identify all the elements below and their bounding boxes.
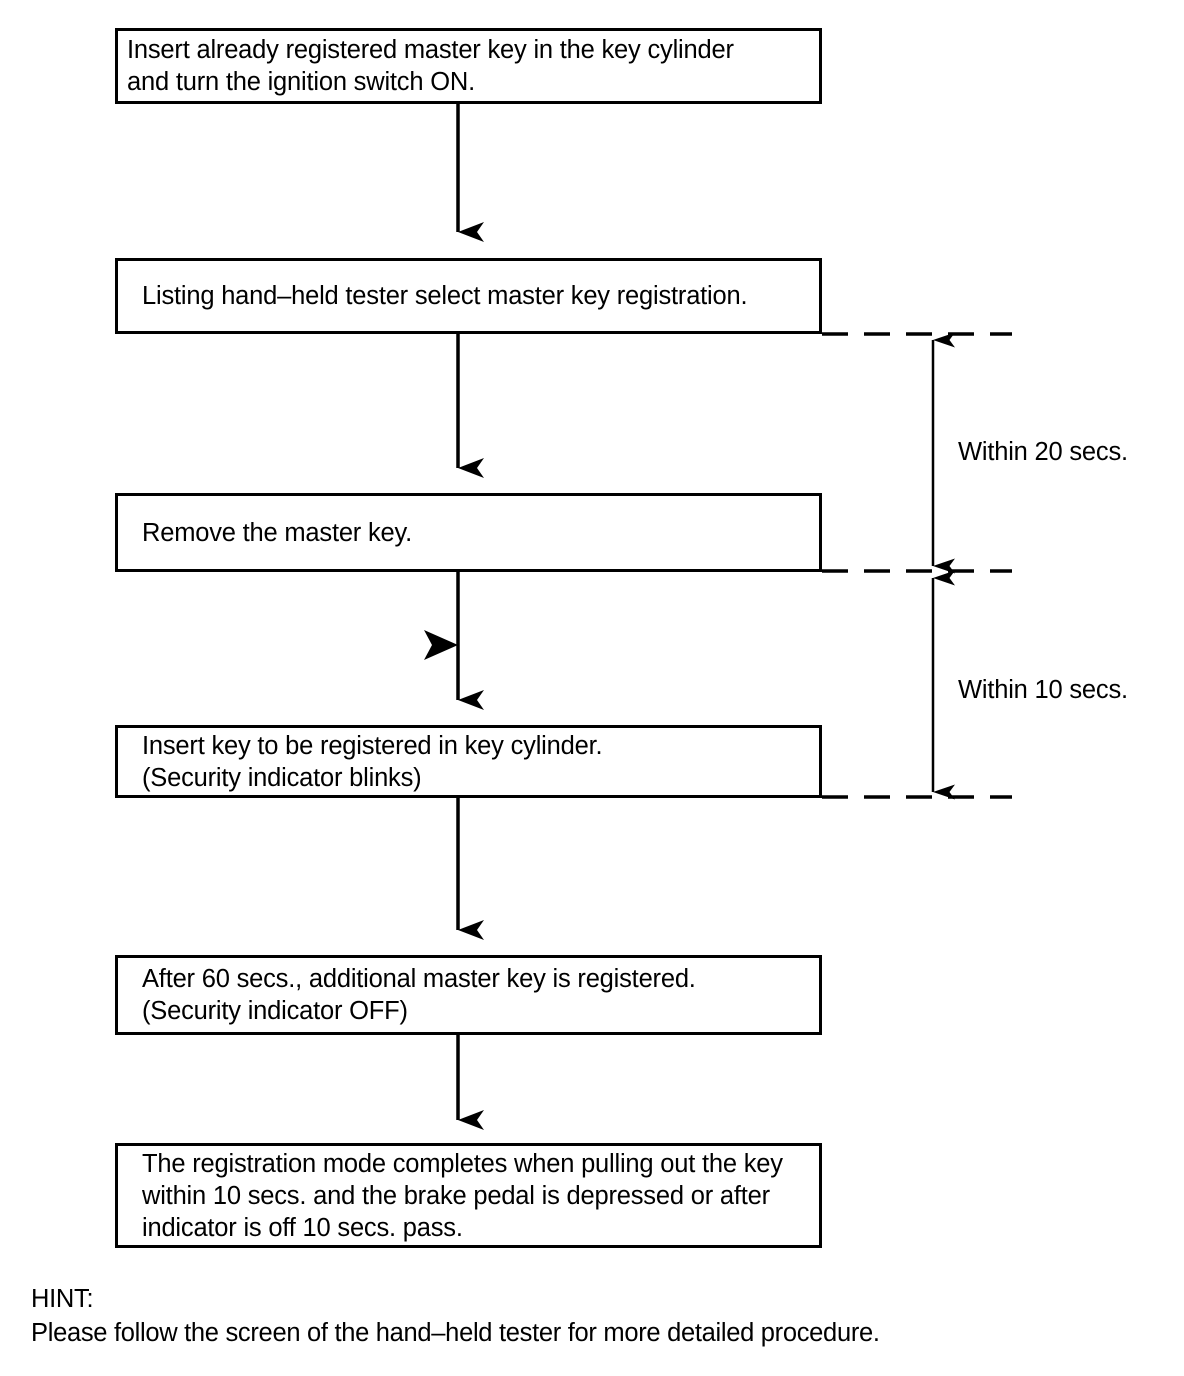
timing-label-within-10-secs: Within 10 secs. [958,676,1128,704]
hint-heading: HINT: [31,1285,94,1313]
process-box-step-6: The registration mode completes when pul… [115,1143,822,1248]
step-6-line-1: The registration mode completes when pul… [142,1149,783,1178]
hint-text: Please follow the screen of the hand–hel… [31,1319,880,1347]
step-6-line-3: indicator is off 10 secs. pass. [142,1213,463,1242]
timing-label-within-20-secs: Within 20 secs. [958,438,1128,466]
process-box-step-5: After 60 secs., additional master key is… [115,955,822,1035]
timing-extension-lines [822,332,1012,799]
step-4-line-2: (Security indicator blinks) [142,763,422,792]
step-6-line-2: within 10 secs. and the brake pedal is d… [142,1181,770,1210]
step-2-line-1: Listing hand–held tester select master k… [142,282,748,310]
step-3-line-1: Remove the master key. [142,518,413,547]
step-1-line-1: Insert already registered master key in … [127,36,734,64]
step-1-line-2: and turn the ignition switch ON. [127,68,475,96]
process-box-step-2: Listing hand–held tester select master k… [115,258,822,334]
step-5-line-2: (Security indicator OFF) [142,997,408,1025]
step-5-line-1: After 60 secs., additional master key is… [142,965,696,993]
process-box-step-1: Insert already registered master key in … [115,28,822,104]
process-box-step-3: Remove the master key. [115,493,822,572]
inline-right-arrowhead [424,630,458,660]
step-4-line-1: Insert key to be registered in key cylin… [142,731,603,760]
process-box-step-4: Insert key to be registered in key cylin… [115,725,822,798]
hint-block: HINT: Please follow the screen of the ha… [31,1282,1131,1350]
connector-step3-step4 [424,572,484,710]
